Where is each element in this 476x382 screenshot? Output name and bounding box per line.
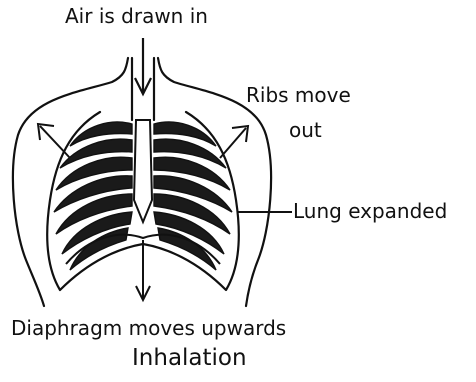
lung-expanded-label: Lung expanded (293, 199, 447, 223)
sternum (134, 120, 152, 222)
diaphragm-label: Diaphragm moves upwards (11, 316, 286, 340)
right-ribs (154, 122, 232, 270)
ribs-move-out-label-line1: Ribs move (246, 83, 351, 107)
inhalation-caption: Inhalation (132, 345, 247, 371)
diaphragm-arrow (136, 240, 150, 300)
ribs-out-arrow-right (220, 126, 248, 158)
ribs-move-out-label-line2: out (289, 118, 322, 142)
air-arrow (135, 38, 151, 94)
air-drawn-in-label: Air is drawn in (65, 4, 208, 28)
left-ribs (54, 122, 132, 270)
ribs-out-arrow-left (38, 124, 70, 158)
